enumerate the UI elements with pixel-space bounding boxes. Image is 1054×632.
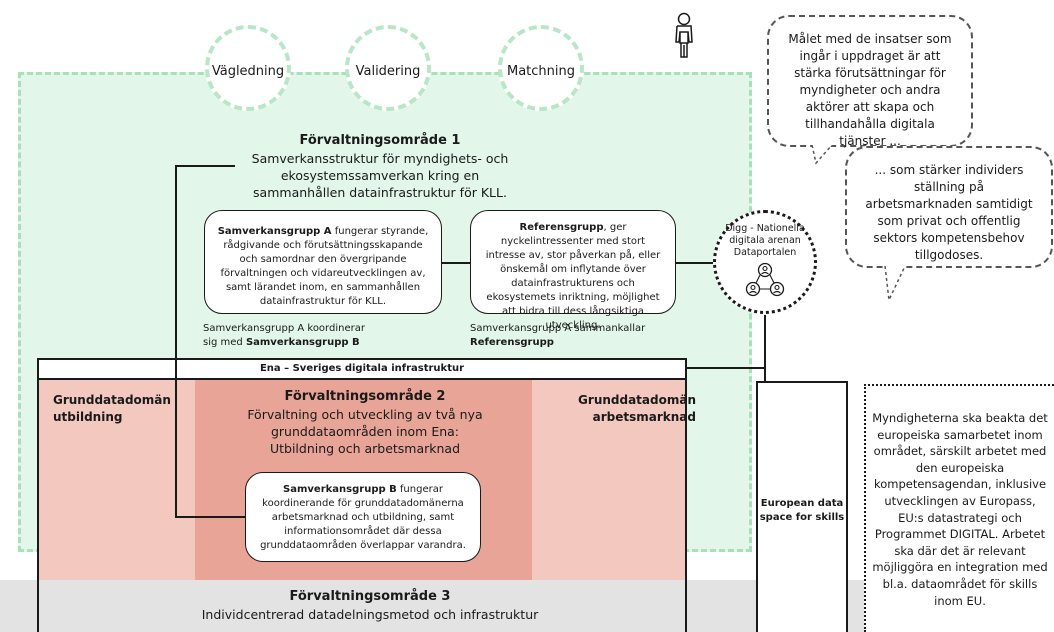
ena-header: Ena – Sveriges digitala infrastruktur [37,358,687,380]
ref-group-title: Referensgrupp [519,222,604,233]
area1-desc: Samverkansstruktur för myndighets- och e… [251,151,509,200]
area3-heading: Förvaltningsområde 3 Individcentrerad da… [150,588,590,623]
note-group-a: Samverkansgrupp A koordinerar sig med Sa… [203,322,443,350]
ena-label: Ena – Sveriges digitala infrastruktur [259,363,465,374]
people-network-icon [745,262,785,297]
circle-vagledning [205,25,291,111]
area3-desc: Individcentrerad datadelningsmetod och i… [201,607,539,622]
group-b-box: Samverkansgrupp B fungerar koordinerande… [245,472,481,562]
group-a-title: Samverkansgrupp A [217,226,332,237]
circle-label-vagledning: Vägledning [211,64,285,79]
digg-circle: Digg - Nationella digitala arenan Datapo… [713,210,817,314]
note-ref-line2-bold: Referensgrupp [470,337,554,348]
circle-validering [345,25,431,111]
area3-title: Förvaltningsområde 3 [289,589,451,604]
note-ref-line1: Samverkansgrupp A sammankallar [470,323,646,334]
eu-data-space-box: European data space for skills [756,381,848,632]
right-domain-line2: arbetsmarknad [592,410,696,424]
eu-box-line1: European data [760,498,844,509]
bubble-goal: Målet med de insatser som ingår i uppdra… [767,15,973,148]
area1-heading: Förvaltningsområde 1 Samverkansstruktur … [240,132,520,201]
right-domain-label: Grunddatadomän arbetsmarknad [520,392,696,426]
note-a-line2-bold: Samverkansgrupp B [245,337,360,348]
digg-line2: digitala arenan [729,235,801,246]
digg-line1: Digg - Nationella [725,223,805,234]
connector-digg-down [764,315,766,367]
bubble-individuals: ... som stärker individers ställning på … [845,146,1053,268]
eu-note-text: Myndigheterna ska beakta det europeiska … [872,411,1048,608]
circle-label-validering: Validering [355,64,421,79]
connector-bottom-h [175,516,245,518]
bubble-individuals-tail [883,265,913,303]
group-a-box: Samverkansgrupp A fungerar styrande, råd… [204,210,442,314]
connector-vertical-left [175,165,177,517]
connector-ref-digg [676,262,714,264]
group-b-title: Samverkansgrupp B [283,484,397,495]
connector-ena-eu-v [764,367,766,381]
group-a-text: fungerar styrande, rådgivande och föruts… [220,226,429,307]
circle-label-matchning: Matchning [506,64,575,79]
person-icon [672,12,696,60]
digg-line3: Dataportalen [733,247,797,258]
left-domain-label: Grunddatadomän utbildning [53,392,171,426]
note-a-line2-pre: sig med [203,337,246,348]
right-domain-line1: Grunddatadomän [578,393,696,407]
area2-desc: Förvaltning och utveckling av två nya gr… [247,407,483,456]
connector-a-ref [442,262,470,264]
area2-title: Förvaltningsområde 2 [284,389,446,404]
area2-heading: Förvaltningsområde 2 Förvaltning och utv… [240,388,490,457]
connector-top-h [175,165,235,167]
group-b-text: fungerar koordinerande för grunddatadomä… [260,484,466,551]
bubble-goal-tail [810,144,840,165]
left-domain-line2: utbildning [53,410,123,424]
circle-matchning [498,25,584,111]
connector-ena-eu-h [687,367,765,369]
area1-title: Förvaltningsområde 1 [299,133,461,148]
eu-note-box [864,384,1054,632]
eu-box-line2: space for skills [759,512,845,523]
note-ref-group: Samverkansgrupp A sammankallar Referensg… [470,322,690,350]
left-domain-line1: Grunddatadomän [53,393,171,407]
ref-group-box: Referensgrupp, ger nyckelintressenter me… [470,210,676,331]
ref-group-text: , ger nyckelintressenter med stort intre… [485,222,661,331]
note-a-line1: Samverkansgrupp A koordinerar [203,323,365,334]
